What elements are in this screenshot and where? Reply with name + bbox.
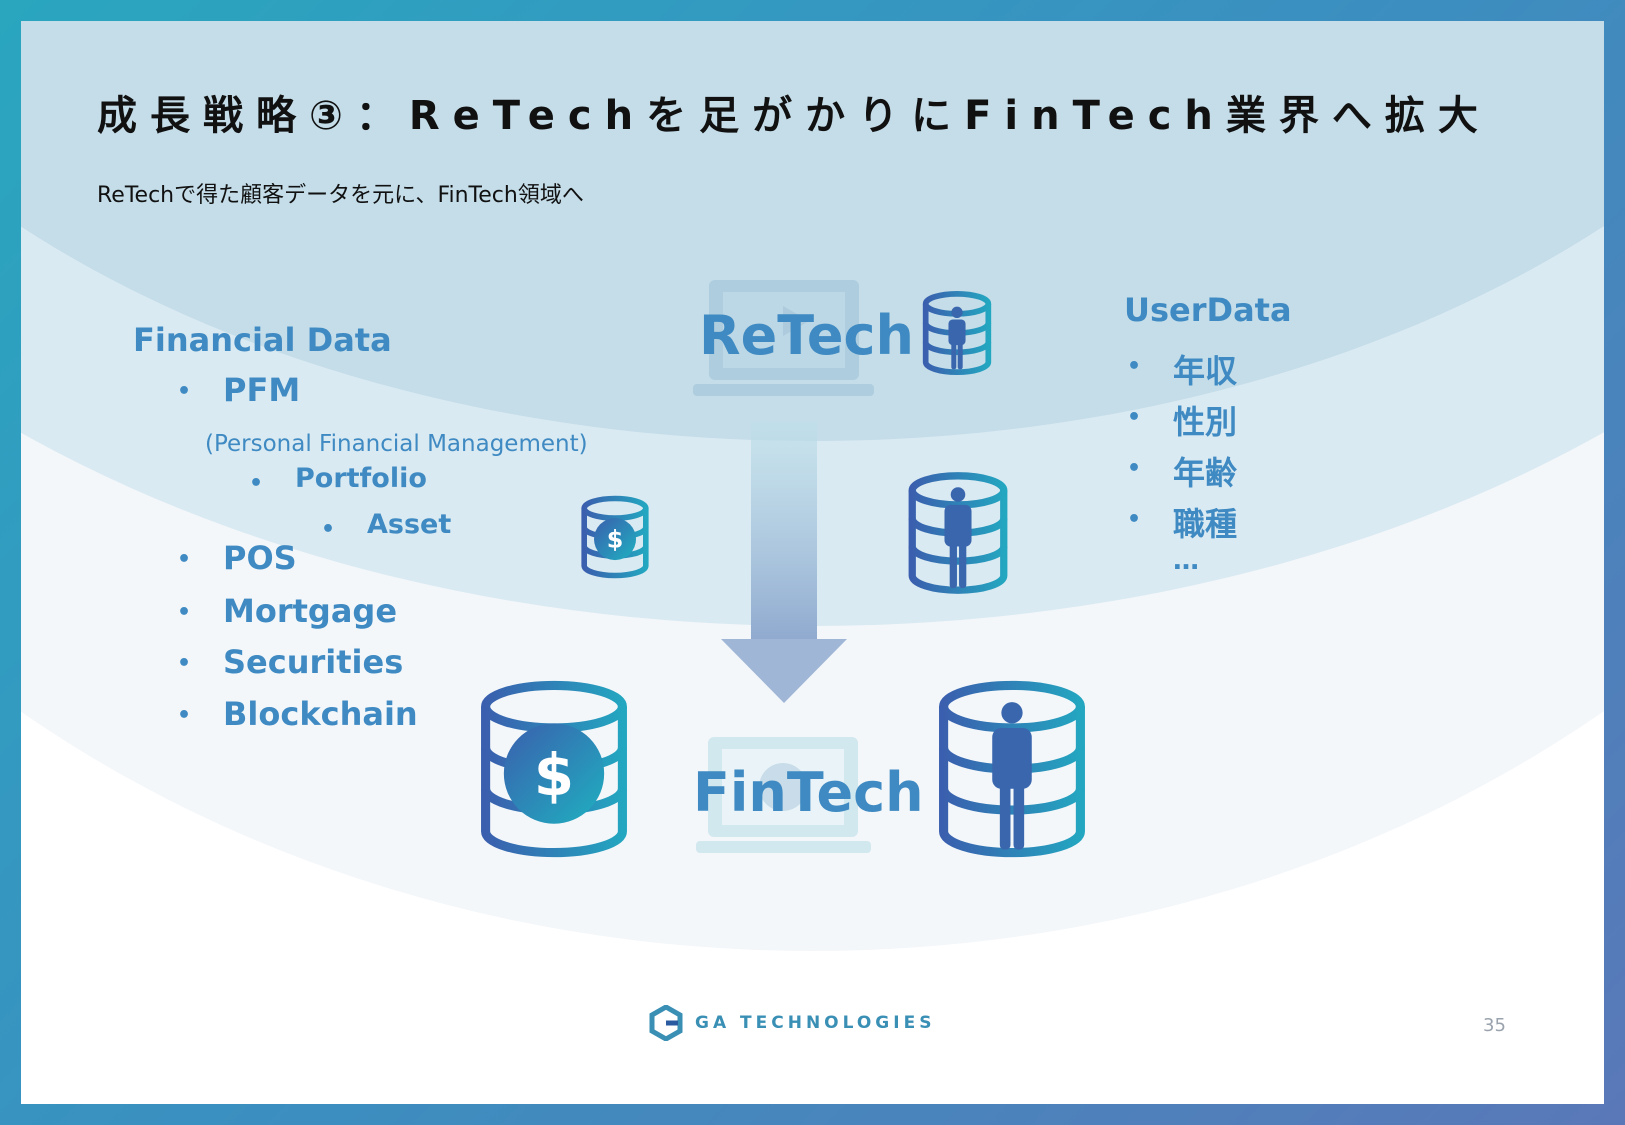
financial-data-heading: Financial Data (133, 321, 392, 359)
bullet: • (321, 517, 336, 542)
list-item-label: Securities (223, 643, 404, 681)
bullet: • (1127, 456, 1142, 481)
laptop-icon (696, 737, 871, 853)
bullet: • (1127, 507, 1142, 532)
list-item-label: Mortgage (223, 592, 398, 630)
user-data-heading: UserData (1124, 291, 1292, 329)
bullet: • (177, 703, 192, 728)
slide: 成長戦略③：ReTechを足がかりにFinTech業界へ拡大 ReTechで得た… (21, 21, 1604, 1104)
user-database-icon (922, 291, 992, 375)
list-item-label: Blockchain (223, 695, 418, 733)
bullet: • (177, 600, 192, 625)
down-arrow (721, 421, 847, 703)
laptop-icon (693, 280, 874, 396)
bullet: • (1127, 405, 1142, 430)
page-subtitle: ReTechで得た顧客データを元に、FinTech領域へ (97, 183, 584, 208)
bullet: • (177, 547, 192, 572)
list-item-label: Portfolio (295, 463, 427, 494)
user-item-label: 職種 (1173, 505, 1238, 543)
retech-label: ReTech (699, 304, 914, 367)
list-item-label: Asset (367, 509, 452, 540)
user-items-ellipsis: … (1173, 546, 1199, 576)
user-database-icon (908, 472, 1008, 594)
company-logo: GA TECHNOLOGIES (649, 1005, 935, 1041)
background-arcs (21, 21, 1604, 1104)
user-item-label: 年齢 (1173, 454, 1238, 492)
dollar-sign: $ (534, 741, 574, 809)
dollar-sign: $ (607, 526, 624, 554)
user-item-label: 性別 (1173, 403, 1238, 441)
user-database-icon (939, 680, 1085, 858)
list-item-label: POS (223, 539, 297, 577)
list-item-label: PFM (223, 371, 301, 409)
user-item-label: 年収 (1173, 352, 1238, 390)
logo-text: GA TECHNOLOGIES (695, 1013, 936, 1033)
bullet: • (1127, 354, 1142, 379)
bullet: • (177, 379, 192, 404)
bullet: • (249, 471, 264, 496)
page-number: 35 (1483, 1015, 1506, 1036)
ga-logo-icon (649, 1005, 683, 1041)
fintech-label: FinTech (693, 761, 924, 824)
dollar-database-icon: $ (481, 680, 627, 858)
bullet: • (177, 651, 192, 676)
dollar-database-icon: $ (581, 495, 649, 579)
page-title: 成長戦略③：ReTechを足がかりにFinTech業界へ拡大 (97, 93, 1491, 139)
pfm-note: (Personal Financial Management) (205, 431, 588, 457)
arc-inner (21, 21, 1604, 441)
